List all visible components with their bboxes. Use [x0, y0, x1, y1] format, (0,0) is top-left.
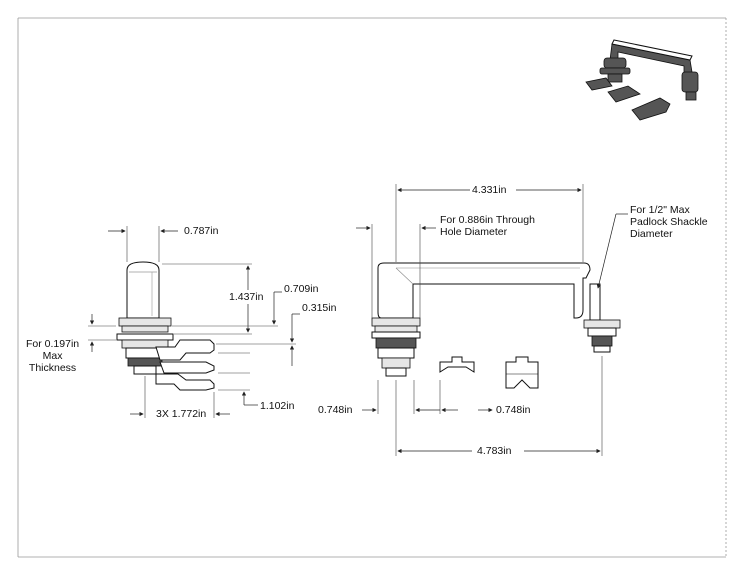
dim-cam-spacing: 3X 1.772in [156, 408, 207, 420]
dim-handle-length: 4.331in [472, 184, 507, 196]
dim-cam-offset: 1.102in [260, 400, 295, 412]
dim-left-hub: 0.748in [318, 404, 353, 416]
left-view-dimensions [88, 226, 300, 418]
note-panel-thickness: For 0.197in Max Thickness [26, 338, 80, 374]
front-view-handle [371, 262, 621, 389]
dim-flange-height: 0.315in [302, 302, 337, 314]
side-view-cam-lock [116, 261, 215, 391]
sheet-border [17, 17, 727, 558]
right-view-dimensions [356, 184, 628, 456]
dim-knob-width: 0.787in [184, 225, 219, 237]
isometric-view [585, 39, 699, 121]
dim-step-height: 0.709in [284, 283, 319, 295]
note-through-hole: For 0.886in Through Hole Diameter [440, 214, 535, 238]
dim-right-hub: 0.748in [496, 404, 531, 416]
dim-overall-length: 4.783in [477, 445, 512, 457]
dim-knob-height: 1.437in [229, 291, 264, 303]
note-padlock-shackle: For 1/2" Max Padlock Shackle Diameter [630, 204, 708, 240]
